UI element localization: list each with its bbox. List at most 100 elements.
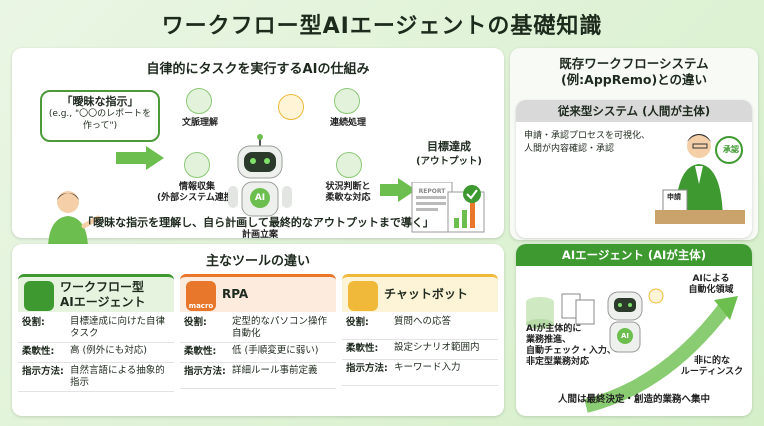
row-key: 指示方法: — [22, 366, 64, 377]
row-value: 設定シナリオ範囲内 — [394, 342, 480, 353]
func-judge: 状況判断と 柔軟な対応 — [318, 182, 378, 204]
goal-label: 目標達成 (アウトプット) — [404, 140, 494, 169]
robot-icon — [228, 134, 292, 217]
tool-row: 指示方法: 自然言語による抽象的指示 — [18, 363, 174, 392]
row-value: キーワード入力 — [394, 362, 461, 373]
lightbulb-icon — [278, 94, 304, 120]
tool-row: 役割: 目標達成に向けた自律タスク — [18, 314, 174, 343]
ai-panel-footer: 「曖昧な指示を理解し、自ら計画して最終的なアウトプットまで導く」 — [82, 216, 434, 229]
existing-title-2: (例:AppRemo)との違い — [560, 72, 708, 87]
tool-name-chatbot: チャットボット — [384, 287, 468, 301]
func-collect: 情報収集 (外部システム連携) — [152, 182, 242, 204]
robot-badge: AI — [254, 193, 266, 203]
tool-card-chatbot: チャットボット 役割: 質問への応答 柔軟性: 設定シナリオ範囲内 指示方法: キーワ… — [342, 274, 498, 406]
row-key: 柔軟性: — [184, 346, 217, 357]
robot-icon — [24, 281, 54, 311]
existing-title-1: 既存ワークフローシステム — [559, 56, 709, 71]
tool-body-chatbot: 役割: 質問への応答 柔軟性: 設定シナリオ範囲内 指示方法: キーワード入力 — [342, 314, 498, 386]
tool-row: 指示方法: 詳細ルール事前定義 — [180, 363, 336, 389]
main-4: 非定型業務対応 — [526, 357, 590, 367]
tool-body-agent: 役割: 目標達成に向けた自律タスク 柔軟性: 高 (例外にも対応) 指示方法: 自然言… — [18, 314, 174, 392]
row-value: 詳細ルール事前定義 — [232, 365, 318, 376]
func-chain: 連続処理 — [329, 118, 366, 128]
main-1: AIが主体的に — [526, 324, 582, 334]
row-value: 低 (手順変更に弱い) — [232, 345, 319, 356]
tool-card-agent: ワークフロー型 AIエージェント 役割: 目標達成に向けた自律タスク 柔軟性: 高 … — [18, 274, 174, 406]
tool-head-chatbot: チャットボット — [342, 274, 498, 312]
row-value: 高 (例外にも対応) — [70, 345, 147, 356]
row-key: 役割: — [184, 317, 207, 328]
main-2: 業務推進、 — [526, 335, 572, 345]
auto-2: 自動化領域 — [688, 285, 734, 295]
agent-panel: AIエージェント (AIが主体) AI AIによる 自動化領域 AIが主体的に … — [516, 244, 752, 416]
tool-name-agent-1: ワークフロー型 — [60, 280, 145, 294]
row-value: 目標達成に向けた自律タスク — [70, 316, 166, 339]
tool-name-agent: ワークフロー型 AIエージェント — [60, 280, 170, 310]
ai-panel-title: 自律的にタスクを実行するAIの仕組み — [146, 62, 370, 77]
func-doc: 文脈理解 — [181, 118, 218, 128]
row-value: 定型的なパソコン操作自動化 — [232, 316, 328, 339]
agent-head: AIエージェント (AIが主体) — [516, 244, 752, 266]
flow-arrow-1-head — [146, 146, 164, 170]
func-collect-1: 情報収集 — [178, 182, 215, 192]
tool-row: 役割: 定型的なパソコン操作自動化 — [180, 314, 336, 343]
row-key: 柔軟性: — [346, 343, 379, 354]
growth-arrow-icon — [526, 288, 738, 413]
report-label: REPORT — [418, 188, 446, 195]
person-icon — [48, 191, 100, 250]
tool-row: 柔軟性: 低 (手順変更に弱い) — [180, 343, 336, 363]
row-key: 指示方法: — [184, 366, 226, 377]
ai-mechanism-panel: 自律的にタスクを実行するAIの仕組み 「曖昧な指示」 (e.g., "〇〇のレポ… — [12, 48, 504, 250]
row-key: 役割: — [346, 317, 369, 328]
bubble-sub: (e.g., "〇〇のレポートを作って") — [48, 109, 152, 131]
traditional-text: 申請・承認プロセスを可視化、人間が内容確認・承認 — [524, 131, 651, 154]
routine-label: 非に的な ルーティンスク — [676, 356, 748, 378]
document-icon — [186, 88, 212, 114]
goal-1: 目標達成 — [427, 140, 471, 153]
main-3: 自動チェック・入力、 — [526, 346, 616, 356]
macro-label: macro — [188, 302, 214, 310]
tool-card-rpa: macro RPA 役割: 定型的なパソコン操作自動化 柔軟性: 低 (手順変更に弱… — [180, 274, 336, 406]
page-title: ワークフロー型AIエージェントの基礎知識 — [161, 14, 603, 39]
person-check-icon — [336, 152, 362, 178]
func-collect-2: (外部システム連携) — [157, 193, 237, 203]
traditional-head: 従来型システム (人間が主体) — [516, 100, 752, 122]
row-key: 指示方法: — [346, 363, 388, 374]
row-value: 質問への応答 — [394, 316, 452, 327]
chain-icon — [334, 88, 360, 114]
tool-row: 柔軟性: 高 (例外にも対応) — [18, 343, 174, 363]
gears-icon — [186, 281, 216, 311]
row-key: 柔軟性: — [22, 346, 55, 357]
tool-name-agent-2: AIエージェント — [60, 295, 146, 309]
agent-main-text: AIが主体的に 業務推進、 自動チェック・入力、 非定型業務対応 — [526, 324, 626, 368]
goal-2: (アウトプット) — [416, 156, 482, 167]
routine-1: 非に的な — [693, 356, 730, 366]
approver-icon — [655, 134, 745, 224]
tool-body-rpa: 役割: 定型的なパソコン操作自動化 柔軟性: 低 (手順変更に弱い) 指示方法: 詳細… — [180, 314, 336, 389]
tool-row: 柔軟性: 設定シナリオ範囲内 — [342, 340, 498, 360]
tools-panel-title: 主なツールの違い — [205, 254, 310, 269]
tool-head-rpa: macro RPA — [180, 274, 336, 312]
traditional-panel: 従来型システム (人間が主体) 申請・承認プロセスを可視化、人間が内容確認・承認… — [516, 100, 752, 238]
agent-robot-badge: AI — [620, 332, 630, 340]
bubble-main: 「曖昧な指示」 — [61, 95, 139, 108]
flow-arrow-2-bar — [380, 184, 398, 196]
application-doc: 申請 — [667, 193, 681, 201]
func-judge-2: 柔軟な対応 — [325, 193, 371, 203]
tool-row: 指示方法: キーワード入力 — [342, 360, 498, 386]
row-value: 自然言語による抽象的指示 — [70, 365, 165, 388]
globe-icon — [184, 152, 210, 178]
tool-name-rpa: RPA — [222, 287, 249, 301]
auto-area-label: AIによる 自動化領域 — [676, 274, 746, 296]
agent-footer: 人間は最終決定・創造的業務へ集中 — [557, 394, 710, 405]
tools-panel: 主なツールの違い ワークフロー型 AIエージェント 役割: 目標達成に向けた自律タ… — [12, 244, 504, 416]
tool-row: 役割: 質問への応答 — [342, 314, 498, 340]
flow-arrow-1-bar — [116, 152, 146, 164]
existing-title: 既存ワークフローシステム (例:AppRemo)との違い — [516, 56, 752, 88]
tool-head-agent: ワークフロー型 AIエージェント — [18, 274, 174, 312]
approval-stamp: 承認 — [723, 145, 739, 154]
routine-2: ルーティンスク — [680, 367, 744, 377]
chat-bubbles-icon — [348, 281, 378, 311]
row-key: 役割: — [22, 317, 45, 328]
func-plan: 計画立案 — [241, 230, 278, 240]
